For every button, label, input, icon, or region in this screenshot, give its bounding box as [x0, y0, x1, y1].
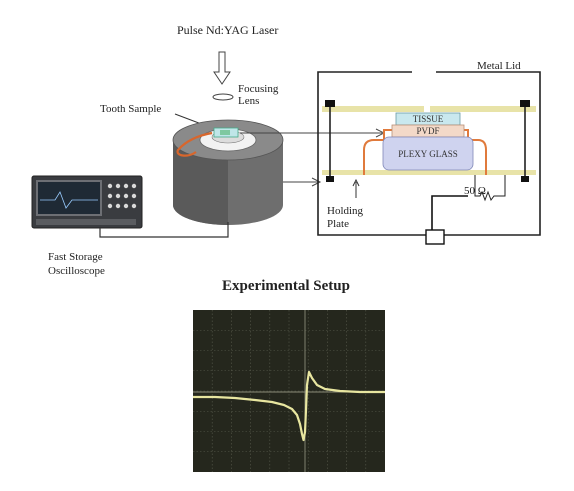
sample-lead-wire: [176, 131, 213, 157]
holding-plate-arrow-icon: [352, 178, 360, 187]
figure-heading: Experimental Setup: [222, 278, 350, 294]
focusing-label: Focusing: [238, 83, 279, 95]
scope-trace: [193, 370, 385, 442]
lid-plate-left: [322, 106, 424, 112]
post-foot-left: [326, 176, 334, 182]
plexy-glass-label: PLEXY GLASS: [398, 149, 457, 159]
pvdf-label: PVDF: [416, 126, 439, 136]
plexy-glass-block: [382, 136, 474, 171]
lens-label: Lens: [238, 95, 259, 107]
scope-trace-photo: [193, 310, 385, 472]
holding-plate: [322, 170, 536, 175]
resistor-symbol-icon: [474, 175, 506, 202]
scope-cable: [99, 222, 229, 238]
focusing-lens: [212, 93, 234, 101]
tooth-sample-label: Tooth Sample: [100, 103, 161, 115]
post-cap-right: [520, 100, 530, 107]
metal-lid-label: Metal Lid: [477, 60, 521, 72]
bnc-connector: [425, 229, 445, 245]
connector-arrow-bottom-icon: [311, 177, 322, 187]
plate-label: Plate: [327, 218, 349, 230]
oscilloscope-label: Oscilloscope: [48, 265, 105, 277]
post-foot-right: [521, 176, 529, 182]
fast-storage-label: Fast Storage: [48, 251, 103, 263]
tissue-label: TISSUE: [413, 114, 444, 124]
lid-plate-right: [430, 106, 536, 112]
probe-wire: [431, 195, 468, 232]
laser-beam-arrow-icon: [213, 51, 231, 85]
holding-label: Holding: [327, 205, 364, 217]
laser-label: Pulse Nd:YAG Laser: [177, 23, 278, 37]
post-cap-left: [325, 100, 335, 107]
oscilloscope-icon: [31, 175, 143, 229]
sample-holder-cylinder: [172, 119, 284, 225]
